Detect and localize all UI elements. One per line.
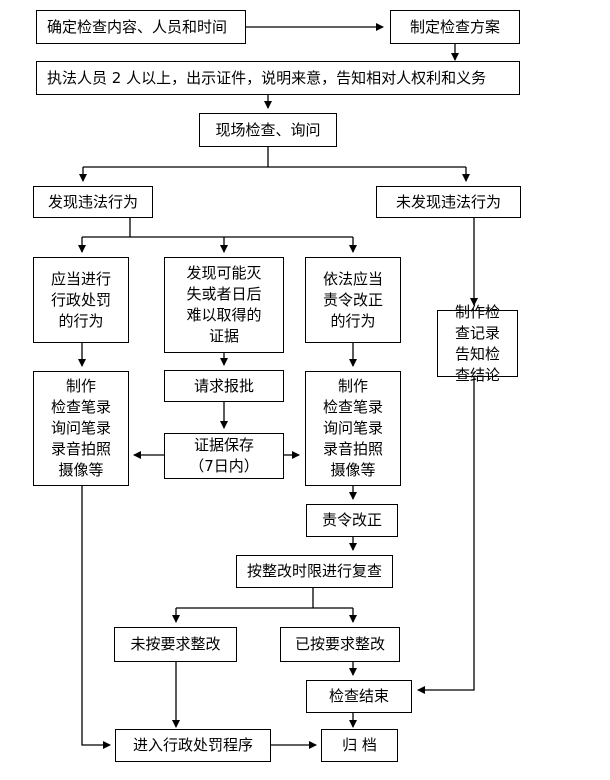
box-officers-requirements: 执法人员 2 人以上，出示证件，说明来意，告知相对人权利和义务 [36,61,520,95]
box-no-violation: 未发现违法行为 [376,186,521,218]
arrow-n12-n20 [81,486,111,749]
box-administrative-penalty: 应当进行 行政处罚 的行为 [33,257,129,343]
box-recheck: 按整改时限进行复查 [236,555,393,588]
box-rectified: 已按要求整改 [280,627,400,662]
box-inspection-record: 制作检 查记录 告知检 查结论 [437,303,518,384]
box-make-records-left: 制作 检查笔录 询问笔录 录音拍照 摄像等 [33,371,129,486]
box-archive: 归 档 [321,729,398,762]
box-penalty-procedure: 进入行政处罚程序 [115,729,271,762]
box-make-records-right: 制作 检查笔录 询问笔录 录音拍照 摄像等 [305,371,401,486]
box-order-correction: 依法应当 责令改正 的行为 [305,257,401,343]
box-onsite-inspection: 现场检查、询问 [199,113,337,147]
box-correction: 责令改正 [306,504,398,537]
box-evidence-may-lose: 发现可能灭 失或者日后 难以取得的 证据 [164,257,284,353]
box-violation-found: 发现违法行为 [33,186,153,218]
box-request-approval: 请求报批 [164,370,284,402]
box-evidence-preservation: 证据保存 （7日内） [164,433,284,479]
arrow-n10-n19 [417,377,475,694]
arrow-n16-branches [176,588,353,609]
box-determine-content: 确定检查内容、人员和时间 [36,10,246,44]
box-not-rectified: 未按要求整改 [114,627,237,662]
arrow-n5-branches [82,217,353,238]
arrow-n4-branches [83,146,466,168]
box-inspection-end: 检查结束 [306,680,412,713]
box-make-plan: 制定检查方案 [390,10,520,44]
